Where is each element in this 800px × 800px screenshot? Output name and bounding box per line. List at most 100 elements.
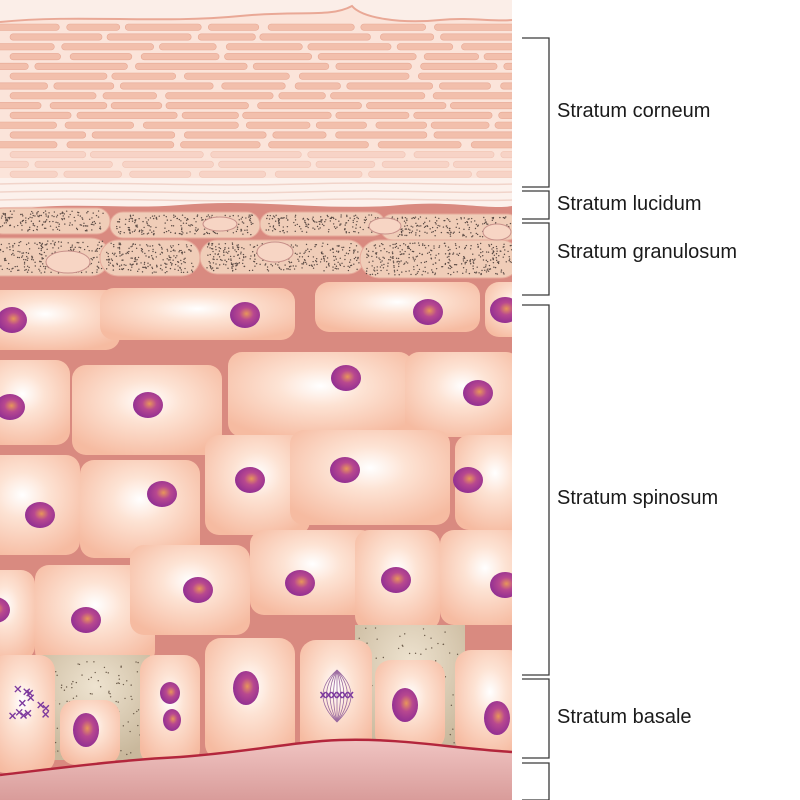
corneum-cell (433, 131, 512, 139)
keratohyalin-granule (110, 242, 112, 244)
keratohyalin-granule (88, 249, 90, 252)
keratohyalin-granule (504, 249, 506, 251)
keratohyalin-granule (397, 247, 399, 249)
keratohyalin-granule (136, 226, 139, 228)
keratohyalin-granule (277, 220, 280, 222)
keratohyalin-granule (396, 217, 399, 220)
keratohyalin-granule (111, 259, 114, 262)
keratohyalin-granule (410, 225, 412, 228)
keratohyalin-granule (353, 217, 356, 220)
keratohyalin-granule (128, 229, 131, 232)
granulosum-cell (359, 239, 512, 279)
keratohyalin-granule (4, 217, 7, 219)
keratohyalin-granule (267, 270, 270, 272)
keratohyalin-granule (382, 243, 384, 246)
keratohyalin-granule (25, 217, 27, 219)
keratohyalin-granule (0, 248, 2, 251)
keratohyalin-granule (17, 250, 19, 253)
keratohyalin-granule (169, 267, 172, 270)
keratohyalin-granule (151, 245, 154, 247)
keratohyalin-granule (413, 217, 416, 220)
keratohyalin-granule (398, 265, 400, 268)
keratohyalin-granule (74, 220, 76, 222)
keratohyalin-granule (417, 242, 420, 244)
keratohyalin-granule (116, 227, 118, 230)
keratohyalin-granule (302, 263, 304, 265)
keratohyalin-granule (393, 265, 395, 267)
melanin-granule (75, 681, 78, 684)
keratohyalin-granule (449, 227, 451, 230)
keratohyalin-granule (484, 269, 486, 272)
stratum-corneum-region (0, 4, 512, 182)
melanin-granule (117, 701, 119, 703)
keratohyalin-granule (246, 225, 249, 228)
keratohyalin-granule (96, 269, 98, 271)
keratohyalin-granule (58, 225, 60, 228)
keratohyalin-granule (151, 266, 153, 268)
keratohyalin-granule (232, 214, 234, 217)
cell-nucleus (285, 570, 315, 596)
melanin-granule (366, 642, 368, 644)
cell-nucleus (392, 688, 418, 722)
keratohyalin-granule (70, 248, 72, 251)
melanin-granule (56, 674, 58, 677)
keratohyalin-granule (152, 230, 155, 232)
corneum-cell (494, 121, 512, 129)
keratohyalin-granule (365, 272, 368, 275)
keratohyalin-granule (235, 230, 238, 233)
keratohyalin-granule (46, 243, 48, 245)
keratohyalin-granule (178, 251, 180, 253)
keratohyalin-granule (245, 217, 247, 219)
keratohyalin-granule (116, 262, 118, 265)
keratohyalin-granule (209, 253, 211, 256)
keratohyalin-granule (315, 258, 318, 260)
keratohyalin-granule (224, 214, 226, 217)
keratohyalin-granule (131, 220, 134, 222)
keratohyalin-granule (127, 226, 130, 229)
keratohyalin-granule (405, 261, 407, 263)
keratohyalin-granule (400, 260, 402, 262)
corneum-cell (9, 33, 103, 41)
keratohyalin-granule (349, 246, 351, 249)
melanin-granule (57, 750, 59, 752)
keratohyalin-granule (356, 259, 358, 262)
keratohyalin-granule (240, 251, 242, 253)
keratohyalin-granule (328, 262, 330, 265)
keratohyalin-granule (499, 250, 501, 252)
keratohyalin-granule (128, 218, 131, 220)
keratohyalin-granule (349, 217, 351, 219)
keratohyalin-granule (452, 253, 454, 255)
keratohyalin-granule (502, 256, 504, 258)
keratohyalin-granule (492, 246, 495, 249)
keratohyalin-granule (432, 263, 434, 266)
keratohyalin-granule (374, 244, 377, 246)
stratum-basale-region (0, 625, 512, 773)
keratohyalin-granule (44, 266, 47, 268)
keratohyalin-granule (6, 267, 9, 270)
keratohyalin-granule (118, 218, 121, 220)
keratohyalin-granule (184, 267, 186, 270)
spindle-fiber (329, 669, 338, 723)
keratohyalin-granule (269, 214, 271, 217)
melanin-granule (131, 698, 133, 701)
keratohyalin-granule (122, 267, 125, 270)
keratohyalin-granule (347, 265, 349, 268)
keratohyalin-granule (32, 222, 34, 225)
keratohyalin-granule (143, 226, 145, 229)
keratohyalin-granule (394, 246, 397, 249)
keratohyalin-granule (25, 243, 28, 246)
keratohyalin-granule (86, 225, 89, 227)
chromosome (319, 691, 327, 699)
keratohyalin-granule (213, 258, 215, 261)
melanin-granule (88, 678, 90, 681)
keratohyalin-granule (278, 224, 280, 227)
keratohyalin-granule (164, 263, 167, 265)
keratohyalin-granule (240, 218, 242, 220)
keratohyalin-granule (225, 261, 228, 263)
keratohyalin-granule (170, 246, 173, 249)
keratohyalin-granule (337, 268, 339, 270)
keratohyalin-granule (183, 251, 186, 253)
melanin-granule (130, 695, 132, 698)
keratohyalin-granule (18, 269, 20, 271)
keratohyalin-granule (27, 257, 29, 259)
